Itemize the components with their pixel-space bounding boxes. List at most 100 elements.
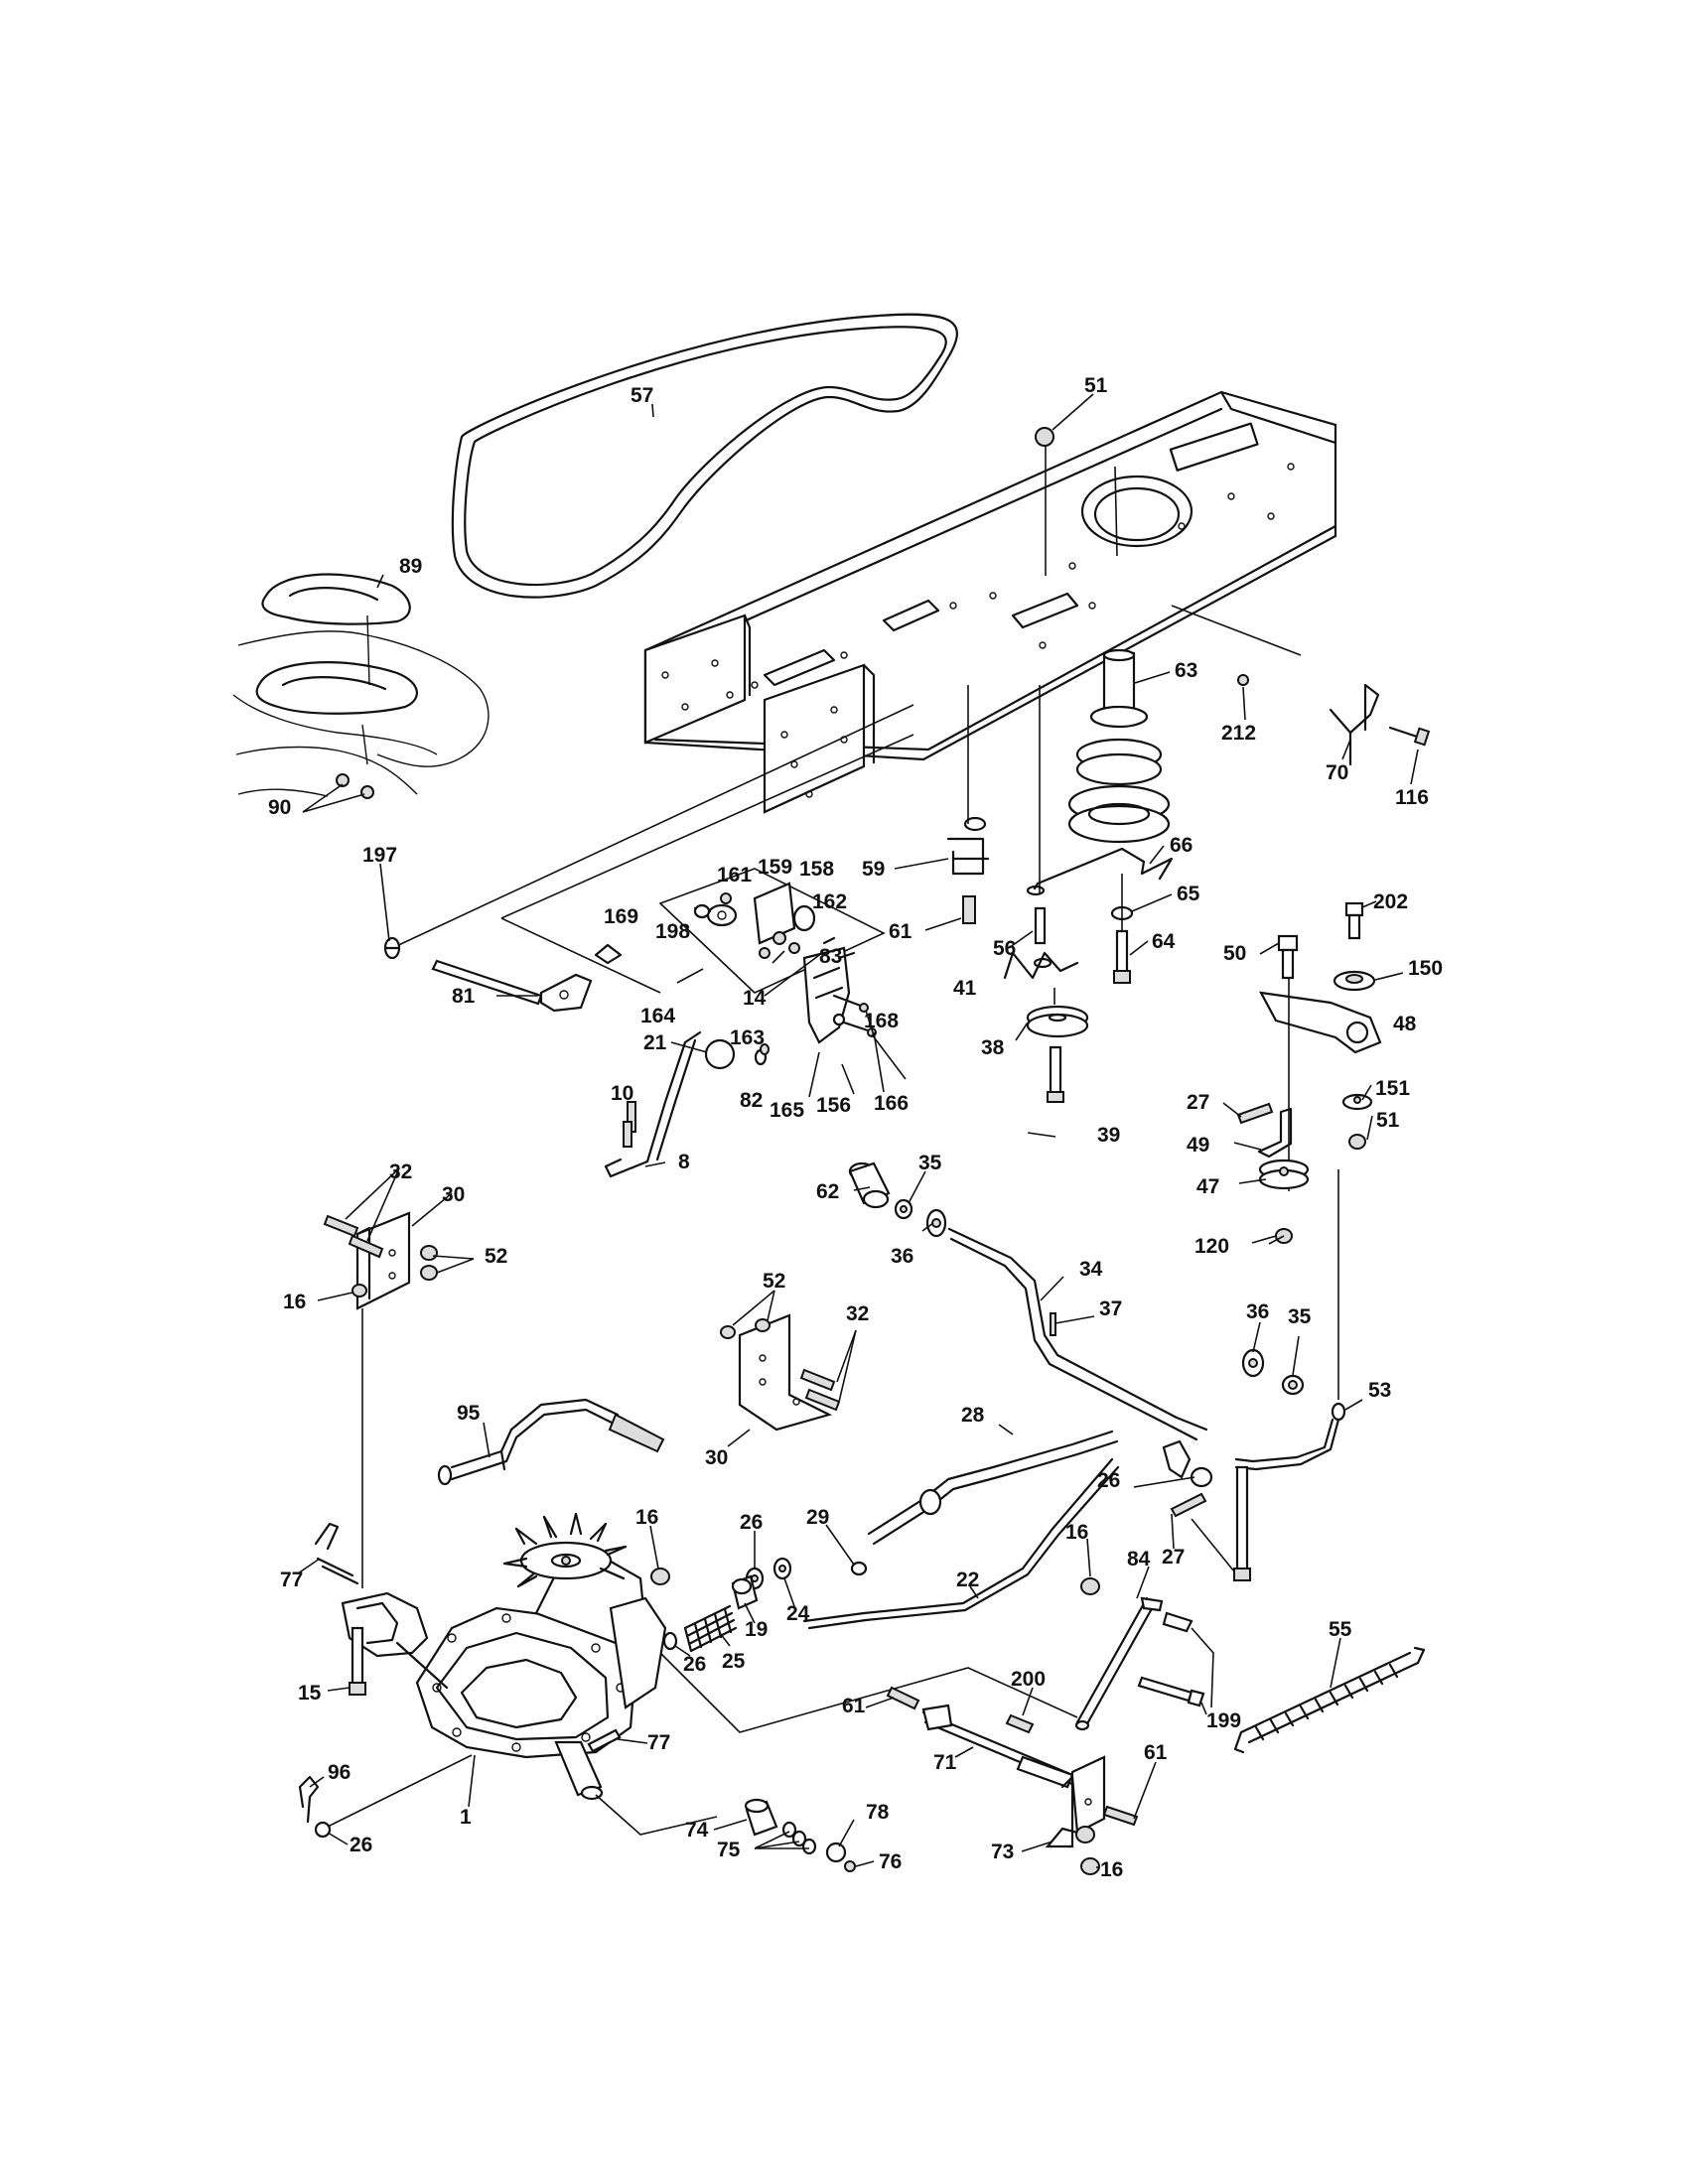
- shaft-34: [947, 1227, 1208, 1441]
- callout-22: 22: [956, 1569, 979, 1591]
- washer-26-bottom: [314, 1754, 473, 1839]
- callout-27: 27: [1187, 1091, 1209, 1114]
- bracket-59: [946, 685, 990, 876]
- bolt-27-upper: [1236, 1102, 1274, 1125]
- callout-26: 26: [350, 1834, 372, 1856]
- leader-spring: [654, 1647, 1078, 1733]
- callout-164: 164: [640, 1005, 675, 1027]
- callout-202: 202: [1373, 890, 1408, 913]
- callout-36: 36: [891, 1245, 913, 1268]
- callout-84: 84: [1127, 1548, 1151, 1570]
- callout-78: 78: [866, 1801, 890, 1824]
- callout-169: 169: [604, 905, 638, 928]
- callout-15: 15: [298, 1682, 322, 1705]
- callout-65: 65: [1177, 883, 1200, 905]
- bolt-202: [1344, 901, 1364, 940]
- idler-assembly: [658, 868, 886, 1044]
- washer-198: [693, 903, 711, 919]
- bolt-10: [623, 1101, 636, 1148]
- rod-22: [802, 1457, 1120, 1630]
- callout-56: 56: [993, 937, 1016, 960]
- callout-73: 73: [991, 1841, 1014, 1863]
- washer-150: [1333, 970, 1376, 992]
- callout-labels: 57 51 89 63 212 70 116 90 197 59 66 161 …: [268, 374, 1443, 1881]
- nut-16-top: [351, 1284, 367, 1297]
- frame-plate-front: [763, 663, 876, 814]
- callout-151: 151: [1375, 1077, 1410, 1100]
- callout-38: 38: [981, 1036, 1005, 1059]
- callout-200: 200: [1011, 1668, 1046, 1691]
- pulley-38: [1026, 988, 1089, 1038]
- callout-158: 158: [799, 858, 834, 881]
- callout-leaders: [297, 393, 1419, 1868]
- callout-26: 26: [683, 1653, 706, 1676]
- bracket-30-bottom: [738, 1313, 833, 1432]
- callout-75: 75: [717, 1839, 741, 1861]
- callout-35: 35: [1288, 1305, 1312, 1328]
- callout-21: 21: [643, 1031, 667, 1054]
- callout-83: 83: [819, 945, 842, 968]
- callout-162: 162: [812, 890, 847, 913]
- pulley-47: [1258, 1159, 1310, 1190]
- nuts-52-top: [420, 1245, 438, 1281]
- callout-8: 8: [678, 1151, 690, 1173]
- nut-76: [844, 1860, 856, 1872]
- nut-51-side: [1348, 1134, 1366, 1150]
- bolt-116: [1388, 726, 1431, 747]
- spacer-19: [731, 1574, 759, 1610]
- bolt-50: [1277, 934, 1299, 980]
- nut-90: [336, 773, 374, 799]
- callout-116: 116: [1395, 786, 1429, 809]
- leader-axle: [595, 1794, 718, 1836]
- callout-51: 51: [1084, 374, 1108, 397]
- callout-90: 90: [268, 796, 291, 819]
- bolt-64: [1113, 874, 1131, 984]
- callout-30: 30: [705, 1446, 728, 1469]
- nut-16-bottom: [1075, 1826, 1100, 1875]
- callout-32: 32: [846, 1302, 869, 1325]
- callout-77: 77: [647, 1731, 670, 1754]
- callout-37: 37: [1099, 1297, 1122, 1320]
- callout-53: 53: [1368, 1379, 1391, 1402]
- rod-66: [1026, 847, 1174, 896]
- transaxle: [341, 1512, 667, 1801]
- callout-150: 150: [1408, 957, 1443, 980]
- callout-77: 77: [280, 1569, 303, 1591]
- callout-16: 16: [283, 1291, 306, 1313]
- spring-25: [683, 1604, 738, 1653]
- callout-10: 10: [611, 1082, 633, 1105]
- callout-29: 29: [806, 1506, 829, 1529]
- washer-197: [383, 936, 401, 960]
- callout-16: 16: [1100, 1858, 1123, 1881]
- callout-198: 198: [655, 920, 690, 943]
- callout-95: 95: [457, 1402, 481, 1425]
- nut-51-top: [1035, 427, 1054, 576]
- callout-19: 19: [745, 1618, 768, 1641]
- callout-35: 35: [918, 1152, 942, 1174]
- callout-28: 28: [961, 1404, 985, 1427]
- pin-29: [850, 1561, 868, 1576]
- callout-96: 96: [328, 1761, 351, 1784]
- bolts-32-top: [323, 1214, 384, 1259]
- pin-37: [1050, 1312, 1056, 1336]
- callout-61: 61: [1144, 1741, 1168, 1764]
- callout-166: 166: [874, 1092, 909, 1115]
- callout-62: 62: [816, 1180, 839, 1203]
- callout-165: 165: [770, 1099, 804, 1122]
- callout-61: 61: [889, 920, 912, 943]
- shaft-81: [431, 959, 593, 1013]
- callout-74: 74: [685, 1819, 709, 1842]
- bolt-61-right: [1102, 1805, 1139, 1827]
- chassis-outline-lines: [391, 605, 1302, 994]
- clip-169: [594, 943, 623, 965]
- bolt-61-top: [962, 895, 976, 924]
- callout-197: 197: [362, 844, 397, 867]
- bolt-61-left: [886, 1686, 920, 1710]
- callout-156: 156: [816, 1094, 851, 1117]
- callout-61: 61: [842, 1695, 866, 1717]
- rod-28: [867, 1430, 1119, 1546]
- washer-78: [825, 1842, 847, 1863]
- rod-71: [921, 1704, 1079, 1789]
- callout-51: 51: [1376, 1109, 1400, 1132]
